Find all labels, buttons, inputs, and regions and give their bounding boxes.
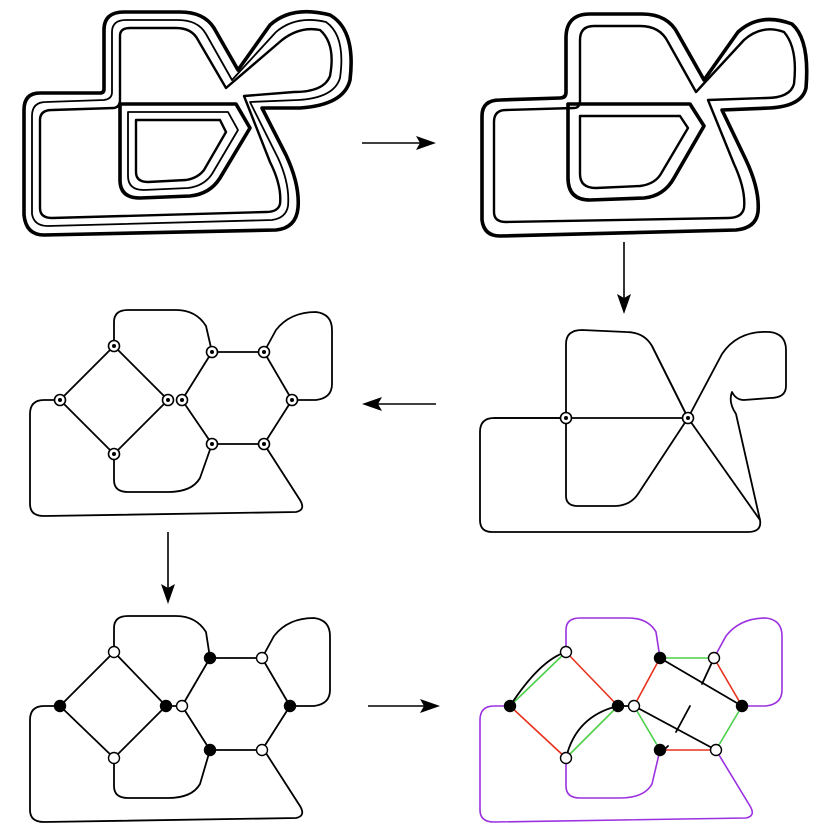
marked-point-group: [53, 339, 299, 461]
black-vertex: [53, 699, 67, 713]
black-connector: [633, 705, 717, 751]
black-connector: [675, 705, 691, 733]
marked-curve-top-arc: [113, 309, 213, 353]
ribbon2-lower-loop-inner: [578, 114, 690, 190]
ribbon-lower-loop-outer: [118, 102, 252, 200]
graph-top-arc: [113, 615, 211, 659]
black-vertex: [203, 743, 217, 757]
white-vertex: [255, 743, 269, 757]
graph-bottom-arc: [113, 749, 211, 799]
arrow-down-left: [161, 532, 175, 604]
arrow-down-right: [617, 242, 631, 314]
black-vertex: [735, 699, 749, 713]
red-edge: [565, 651, 619, 707]
black-vertex: [203, 651, 217, 665]
panel-curve-two-crossings: [479, 329, 787, 533]
marked-point: [257, 437, 271, 451]
ribbon-lower-loop-inner: [134, 118, 228, 184]
marked-curve-hexagon: [181, 351, 293, 445]
black-vertex: [159, 699, 173, 713]
ribbon2-outer-outline: [480, 12, 809, 238]
marked-curve-bottom-arc: [113, 443, 213, 493]
boundary-curve: [565, 749, 661, 799]
crossing-marker: [559, 411, 573, 425]
curve-two-crossings-diagonal: [687, 417, 761, 521]
green-edge: [633, 705, 661, 751]
green-edge: [509, 651, 567, 707]
boundary-curve: [479, 705, 754, 823]
green-edge: [715, 705, 743, 751]
marked-curve-outer-path: [29, 399, 304, 517]
white-vertex: [707, 651, 721, 665]
ribbon-inner-strand: [38, 26, 333, 220]
marked-point: [205, 345, 219, 359]
marked-point: [257, 345, 271, 359]
black-vertex: [503, 699, 517, 713]
marked-point: [285, 393, 299, 407]
ribbon-lower-loop-middle: [127, 111, 239, 191]
white-vertex: [175, 699, 189, 713]
ribbon2-inner-strand: [492, 24, 797, 224]
panel-ribbon-two-strands: [480, 12, 809, 238]
ribbon-middle-strand: [31, 19, 343, 227]
marked-point: [53, 393, 67, 407]
panel-colored-edge-graph: [479, 617, 783, 823]
graph-outer-path: [29, 705, 304, 823]
marked-point: [161, 393, 175, 407]
red-edge: [713, 657, 743, 707]
ribbon2-lower-loop-outer: [566, 102, 706, 202]
black-connector: [659, 657, 743, 707]
curve-two-crossings-upper-diagonal: [651, 345, 689, 419]
vertex-group: [503, 645, 749, 765]
arrow-right-top: [362, 136, 436, 150]
curve-two-crossings-path: [479, 329, 787, 533]
vertex-group: [53, 645, 297, 765]
boundary-curve: [565, 617, 661, 659]
black-vertex: [611, 699, 625, 713]
black-vertex: [653, 651, 667, 665]
ribbon-outer-outline: [22, 9, 353, 237]
white-vertex: [709, 743, 723, 757]
green-edge: [565, 705, 619, 759]
white-vertex: [559, 751, 573, 765]
marked-curve-right-loop: [263, 311, 333, 401]
arrow-left-middle: [362, 397, 436, 411]
marked-curve-left-rhombus: [59, 345, 169, 455]
panel-bicolored-graph: [29, 615, 331, 823]
marked-point: [107, 447, 121, 461]
marked-point: [205, 437, 219, 451]
graph-right-loop: [261, 617, 331, 707]
black-connector: [565, 705, 619, 759]
red-edge: [633, 657, 661, 707]
graph-left-rhombus: [59, 651, 167, 759]
curve-two-crossings-lower-loop: [565, 417, 689, 507]
panel-ribbon-three-strands: [22, 9, 353, 237]
crossing-marker: [681, 411, 695, 425]
panel-curve-eight-marked-points: [29, 309, 333, 517]
boundary-curve: [713, 617, 783, 707]
red-edge: [509, 705, 567, 759]
white-vertex: [107, 751, 121, 765]
marked-point: [175, 393, 189, 407]
white-vertex: [107, 645, 121, 659]
black-vertex: [283, 699, 297, 713]
white-vertex: [255, 651, 269, 665]
arrow-right-bottom: [368, 699, 440, 713]
graph-hexagon: [181, 657, 291, 751]
marked-point: [107, 339, 121, 353]
black-vertex: [653, 743, 667, 757]
white-vertex: [559, 645, 573, 659]
white-vertex: [627, 699, 641, 713]
